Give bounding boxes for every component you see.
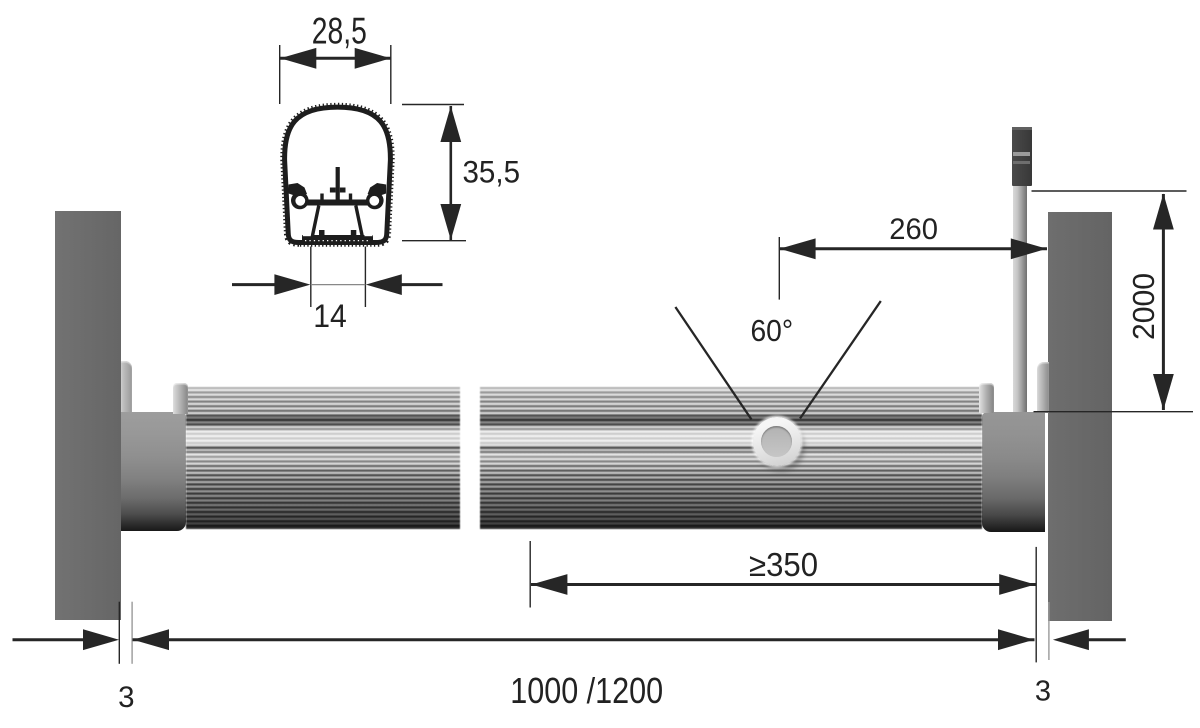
svg-text:260: 260 [889, 213, 938, 246]
svg-text:60°: 60° [750, 314, 793, 348]
svg-text:14: 14 [313, 298, 347, 334]
svg-text:≥350: ≥350 [749, 546, 818, 583]
svg-text:1000 /1200: 1000 /1200 [510, 670, 663, 711]
svg-text:2000: 2000 [1126, 273, 1161, 340]
svg-text:3: 3 [1035, 675, 1051, 707]
svg-text:3: 3 [118, 681, 134, 714]
svg-text:35,5: 35,5 [463, 155, 521, 190]
svg-text:28,5: 28,5 [312, 10, 367, 51]
